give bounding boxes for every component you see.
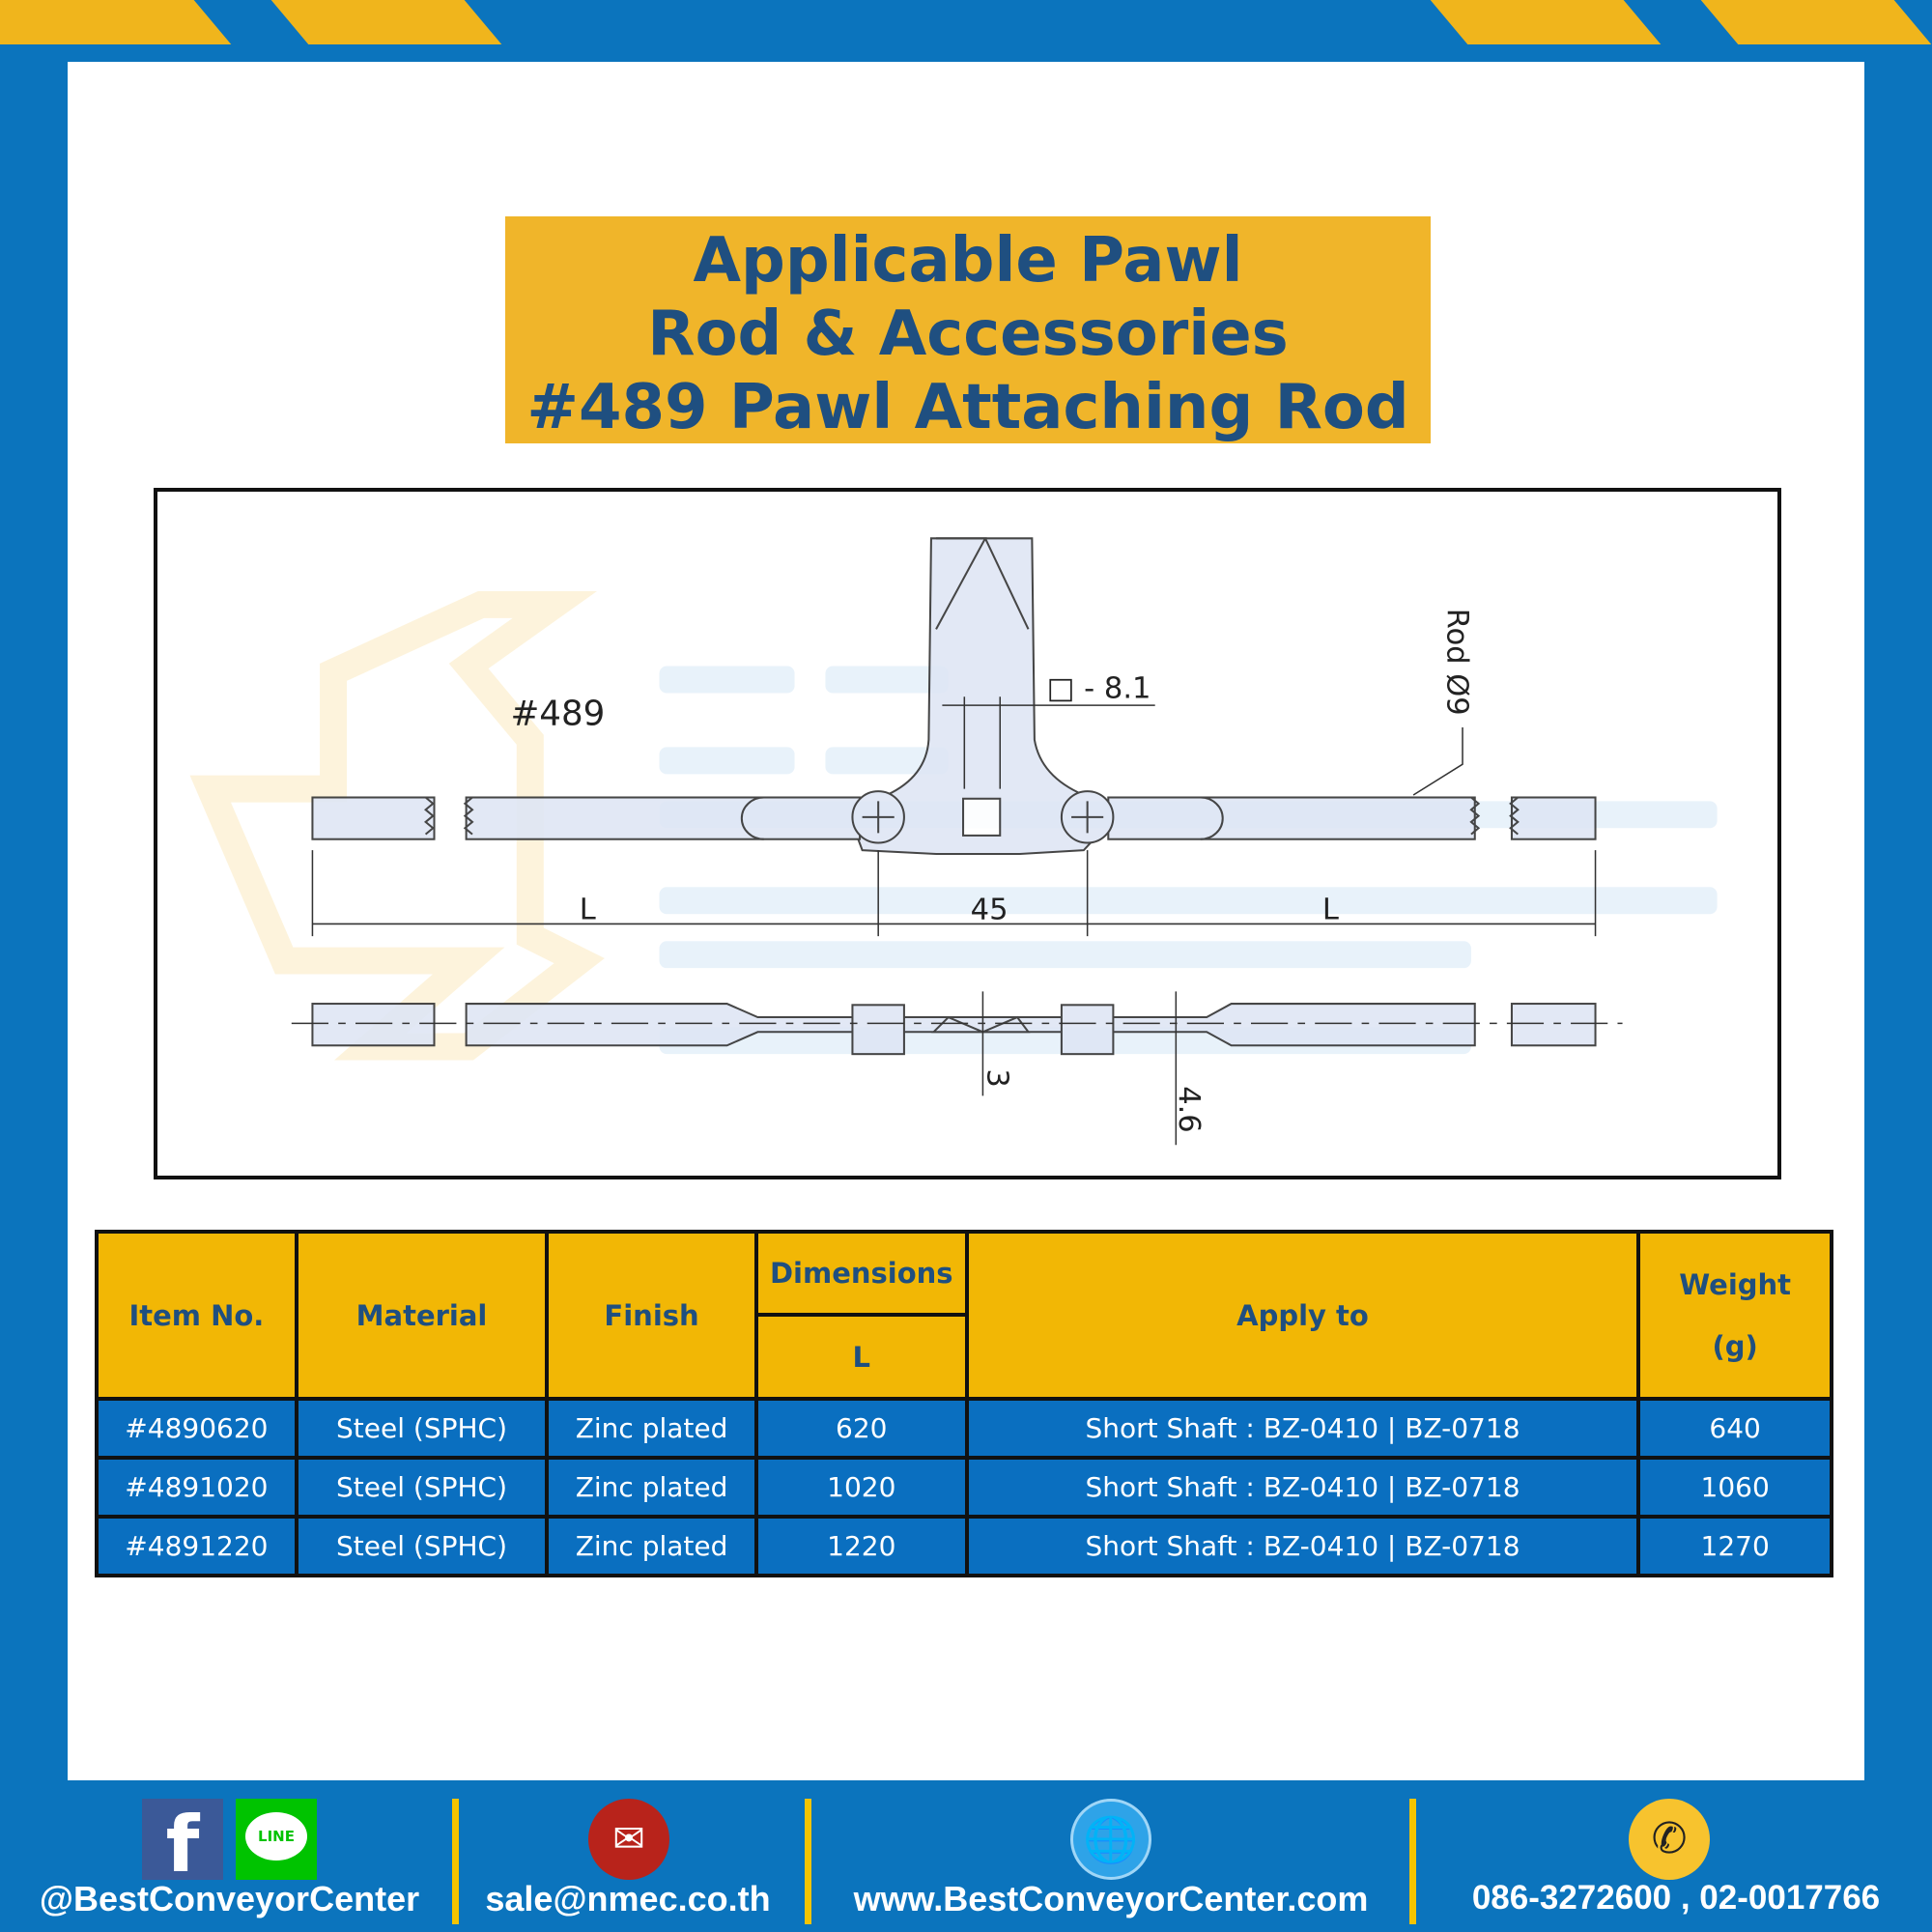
stem <box>848 537 1117 855</box>
cell-item: #4891020 <box>95 1456 298 1519</box>
cell-weight: 640 <box>1636 1397 1833 1460</box>
watermark-lettering-graphic <box>659 666 1718 1055</box>
cell-item: #4890620 <box>95 1397 298 1460</box>
dim-center: 45 <box>971 893 1009 926</box>
title-line-1: Applicable Pawl <box>693 225 1243 297</box>
header-dim-l: L <box>753 1313 969 1401</box>
spec-table: Item No. Material Finish Dimensions Appl… <box>95 1230 1833 1577</box>
phone-numbers[interactable]: 086-3272600 , 02-0017766 <box>1471 1879 1881 1917</box>
decor-stripe <box>1700 0 1932 44</box>
decor-stripe <box>270 0 502 44</box>
table-row: #4891220 Steel (SPHC) Zinc plated 1220 S… <box>95 1515 1833 1577</box>
divider <box>452 1799 459 1924</box>
cell-weight: 1060 <box>1636 1456 1833 1519</box>
title-line-2: Rod & Accessories <box>647 298 1289 370</box>
header-finish: Finish <box>545 1230 758 1401</box>
cell-material: Steel (SPHC) <box>294 1397 550 1460</box>
title-line-3: #489 Pawl Attaching Rod <box>526 372 1409 443</box>
header-apply: Apply to <box>964 1230 1641 1401</box>
line-icon[interactable]: LINE <box>236 1799 317 1880</box>
cell-finish: Zinc plated <box>545 1515 758 1577</box>
dim-l-left: L <box>580 893 596 926</box>
cell-apply: Short Shaft : BZ-0410 | BZ-0718 <box>964 1456 1641 1519</box>
header-weight: Weight (g) <box>1636 1230 1833 1401</box>
social-handle[interactable]: @BestConveyorCenter <box>39 1879 420 1918</box>
page-title: Applicable Pawl Rod & Accessories #489 P… <box>505 216 1431 443</box>
table-row: #4891020 Steel (SPHC) Zinc plated 1020 S… <box>95 1456 1833 1519</box>
dim-l-right: L <box>1322 893 1339 926</box>
divider <box>805 1799 811 1924</box>
technical-drawing: #489 □ - 8.1 L 45 L Rod Ø9 3 4.6 <box>154 488 1781 1179</box>
cell-material: Steel (SPHC) <box>294 1515 550 1577</box>
table-row: #4890620 Steel (SPHC) Zinc plated 620 Sh… <box>95 1397 1833 1460</box>
cell-length: 1220 <box>753 1515 969 1577</box>
cell-apply: Short Shaft : BZ-0410 | BZ-0718 <box>964 1397 1641 1460</box>
cell-weight: 1270 <box>1636 1515 1833 1577</box>
cell-material: Steel (SPHC) <box>294 1456 550 1519</box>
globe-icon[interactable]: 🌐 <box>1070 1799 1151 1880</box>
divider <box>1409 1799 1416 1924</box>
header-material: Material <box>294 1230 550 1401</box>
header-item: Item No. <box>95 1230 298 1401</box>
cell-length: 1020 <box>753 1456 969 1519</box>
drawing-svg: #489 □ - 8.1 L 45 L Rod Ø9 3 4.6 <box>189 537 1718 1146</box>
cell-apply: Short Shaft : BZ-0410 | BZ-0718 <box>964 1515 1641 1577</box>
cell-length: 620 <box>753 1397 969 1460</box>
dim-thickness: 3 <box>980 1068 1014 1087</box>
header-dimensions: Dimensions <box>753 1230 969 1317</box>
cell-finish: Zinc plated <box>545 1397 758 1460</box>
square-dimension: □ - 8.1 <box>1047 672 1151 706</box>
weight-unit: (g) <box>1712 1329 1758 1363</box>
phone-icon[interactable]: ✆ <box>1629 1799 1710 1880</box>
line-badge: LINE <box>245 1812 307 1861</box>
cell-finish: Zinc plated <box>545 1456 758 1519</box>
email-link[interactable]: sale@nmec.co.th <box>485 1879 771 1918</box>
decor-stripe <box>0 0 232 44</box>
weight-label: Weight <box>1679 1267 1792 1301</box>
dim-offset: 4.6 <box>1172 1086 1206 1132</box>
email-icon[interactable]: ✉ <box>588 1799 669 1880</box>
part-label: #489 <box>510 695 605 734</box>
rod-label: Rod Ø9 <box>1440 609 1474 716</box>
decor-stripe <box>1430 0 1662 44</box>
website-link[interactable]: www.BestConveyorCenter.com <box>853 1879 1369 1918</box>
facebook-icon[interactable]: f <box>142 1799 223 1880</box>
cell-item: #4891220 <box>95 1515 298 1577</box>
